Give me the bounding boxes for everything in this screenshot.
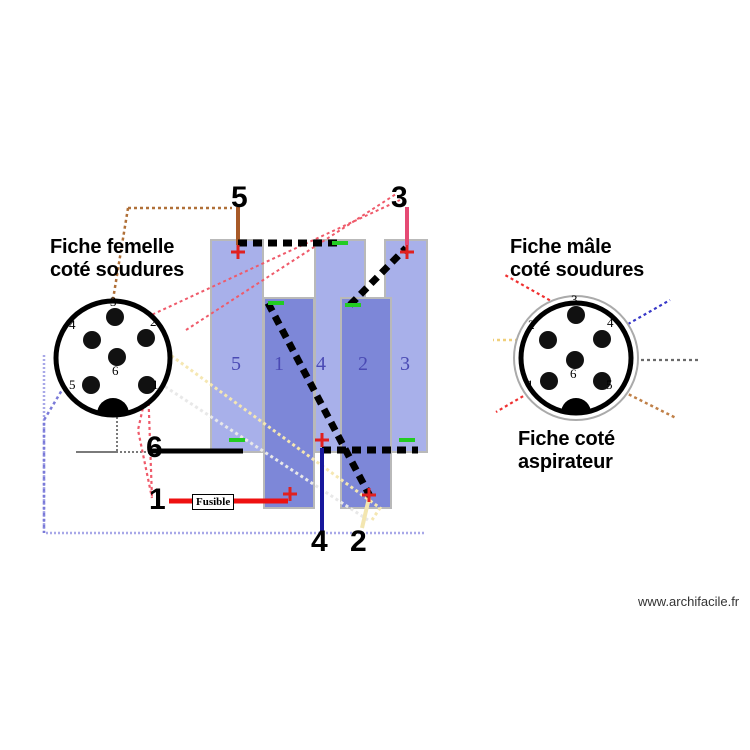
female-pin-label-4: 4 bbox=[69, 317, 76, 332]
cell-polarity-marks bbox=[229, 241, 415, 502]
polarity-plus-cell-3 bbox=[400, 245, 414, 259]
male-pin-label-1: 1 bbox=[527, 377, 534, 392]
female-pin-4 bbox=[83, 331, 101, 349]
battery-cell-1 bbox=[263, 297, 315, 509]
male-pin-3 bbox=[567, 306, 585, 324]
female-pin-3 bbox=[106, 308, 124, 326]
male-connector-keyway bbox=[561, 398, 591, 413]
terminal-label-3: 3 bbox=[391, 181, 408, 214]
polarity-plus-cell-2 bbox=[362, 488, 376, 502]
terminal-label-6: 6 bbox=[146, 431, 163, 464]
male-pin-5 bbox=[593, 372, 611, 390]
female-pin-label-1: 1 bbox=[152, 377, 159, 392]
male-connector-body bbox=[513, 295, 639, 421]
male-connector-title-line1: Fiche mâle bbox=[510, 236, 612, 258]
female-pin-1 bbox=[138, 376, 156, 394]
polarity-plus-cell-4 bbox=[315, 433, 329, 447]
vacuum-side-title-line2: aspirateur bbox=[518, 451, 613, 473]
wire-male-red-2 bbox=[495, 380, 550, 413]
fuse-label: Fusible bbox=[192, 494, 235, 510]
battery-cell-label-3: 3 bbox=[400, 353, 410, 375]
battery-cell-2 bbox=[340, 297, 392, 509]
male-connector-title-line2: coté soudures bbox=[510, 259, 645, 281]
female-pin-label-5: 5 bbox=[69, 377, 76, 392]
wire-yellow-dotted bbox=[146, 336, 383, 521]
vacuum-side-title-line1: Fiche coté bbox=[518, 428, 615, 450]
female-connector-keyway bbox=[97, 398, 129, 414]
wire-red-dotted-up bbox=[136, 384, 154, 499]
terminal-label-2: 2 bbox=[350, 525, 367, 558]
female-connector-title-line2: coté soudures bbox=[50, 259, 185, 281]
female-pin-2 bbox=[137, 329, 155, 347]
battery-cell-label-1: 1 bbox=[274, 353, 284, 375]
wire-black-diag-1-2 bbox=[264, 301, 376, 502]
terminal-label-4: 4 bbox=[311, 525, 328, 558]
female-pin-6 bbox=[108, 348, 126, 366]
male-pin-label-2: 2 bbox=[528, 317, 535, 332]
battery-cell-label-5: 5 bbox=[231, 353, 241, 375]
female-connector-title-line1: Fiche femelle bbox=[50, 236, 175, 258]
male-pin-1 bbox=[540, 372, 558, 390]
female-pin-label-3: 3 bbox=[110, 294, 117, 309]
polarity-plus-cell-5 bbox=[231, 245, 245, 259]
terminal-label-5: 5 bbox=[231, 181, 248, 214]
male-pin-4 bbox=[593, 330, 611, 348]
male-pin-2 bbox=[539, 331, 557, 349]
male-pin-label-4: 4 bbox=[607, 315, 614, 330]
wire-red-dotted-long bbox=[146, 199, 401, 318]
female-connector-body bbox=[53, 298, 173, 418]
wire-black-diag-2-3 bbox=[347, 245, 409, 308]
female-pin-label-2: 2 bbox=[150, 314, 157, 329]
male-pin-6 bbox=[566, 351, 584, 369]
male-pin-label-5: 5 bbox=[606, 377, 613, 392]
male-pin-label-3: 3 bbox=[571, 292, 578, 307]
female-pin-5 bbox=[82, 376, 100, 394]
battery-cell-5 bbox=[210, 239, 264, 453]
battery-cell-label-2: 2 bbox=[358, 353, 368, 375]
male-pin-label-6: 6 bbox=[570, 366, 577, 381]
battery-cell-label-4: 4 bbox=[316, 353, 326, 375]
female-pin-label-6: 6 bbox=[112, 363, 119, 378]
terminal-label-1: 1 bbox=[149, 483, 166, 516]
wire-terminal-2 bbox=[360, 497, 371, 529]
watermark: www.archifacile.fr bbox=[638, 594, 740, 609]
